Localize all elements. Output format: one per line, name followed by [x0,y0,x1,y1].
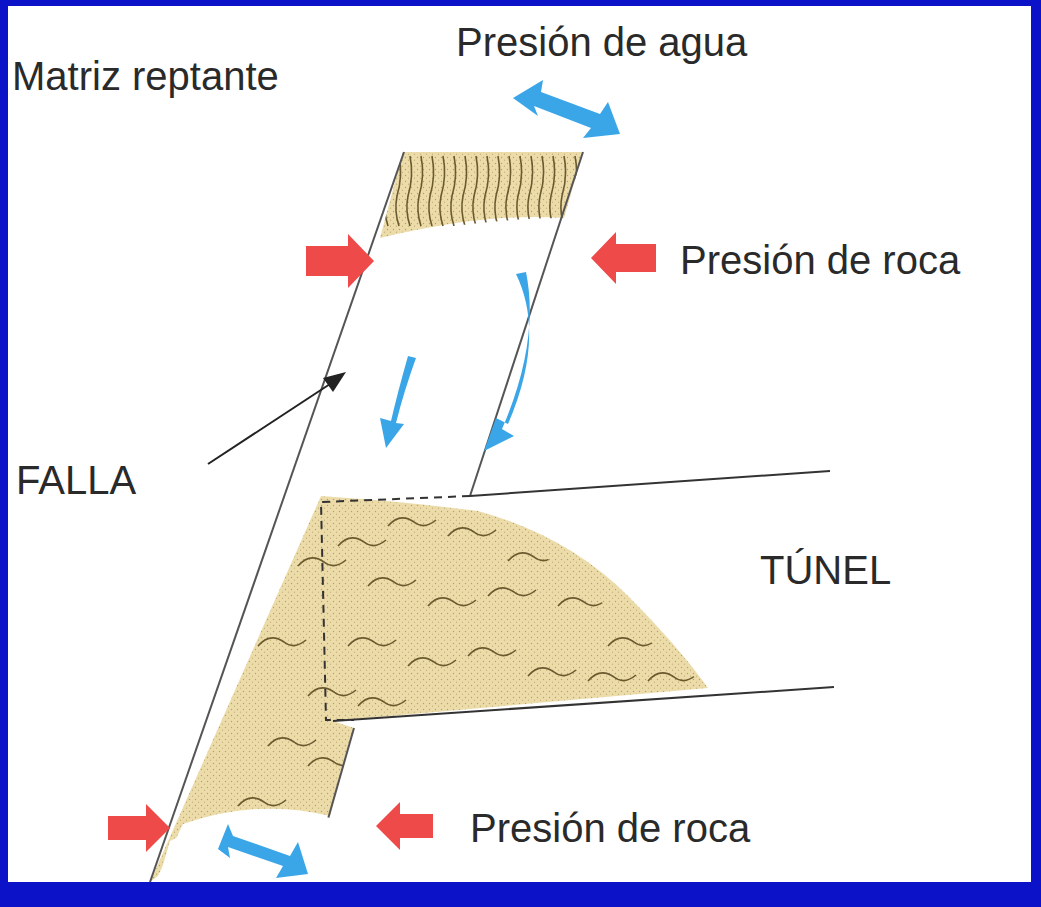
creeping-matrix [380,152,583,238]
label: FALLA [16,458,136,502]
texture-stroke [558,598,606,606]
texture-stroke [448,528,496,536]
label: Presión de agua [456,20,747,64]
texture-stroke [588,673,636,681]
label: Presión de roca [680,238,960,282]
texture-stroke [484,156,489,226]
texture-stroke [608,638,656,646]
texture-stroke [338,538,386,546]
texture-stroke [495,156,500,226]
texture-stroke [468,648,516,656]
texture-stroke [308,758,356,766]
texture-stroke [508,553,556,561]
texture-stroke [550,156,555,226]
texture-stroke [648,673,696,681]
label: TÚNEL [760,548,891,592]
texture-stroke [385,156,390,226]
texture-stroke [572,156,577,226]
texture-stroke [429,156,434,226]
rock-pressure-arrows [108,232,656,852]
panel: Matriz reptante Presión de aguaPresión de… [8,6,1031,882]
fault-illustration [8,6,1031,882]
leader-line [208,384,330,464]
texture-stroke [428,598,476,606]
water-arrows [218,80,620,878]
texture-stroke [368,578,416,586]
texture-stroke [308,688,356,696]
fault-edge [470,152,583,496]
texture-stroke [418,156,423,226]
texture-stroke [528,668,576,676]
texture-stroke [528,156,533,226]
texture-stroke [358,698,406,706]
tunnel-roof [470,471,830,496]
leader-arrowhead [323,372,346,392]
texture-stroke [440,156,445,226]
texture-stroke [238,798,286,806]
texture-stroke [462,156,467,226]
texture-stroke [348,638,396,646]
texture-stroke [506,156,511,226]
fault-edge [150,152,404,882]
texture-stroke [473,156,478,226]
texture-stroke [408,658,456,666]
texture-stroke [388,518,436,526]
label: Presión de roca [470,806,750,850]
texture-stroke [451,156,456,226]
texture-stroke [488,588,536,596]
texture-stroke [268,738,316,746]
label: Matriz reptante [12,54,279,98]
tunnel-outline [321,496,470,720]
texture-stroke [539,156,544,226]
texture-stroke [407,156,412,226]
tunnel-floor [333,687,834,721]
texture-stroke [517,156,522,226]
texture-stroke [583,156,588,226]
texture-stroke [258,638,306,646]
cavity [158,811,330,882]
